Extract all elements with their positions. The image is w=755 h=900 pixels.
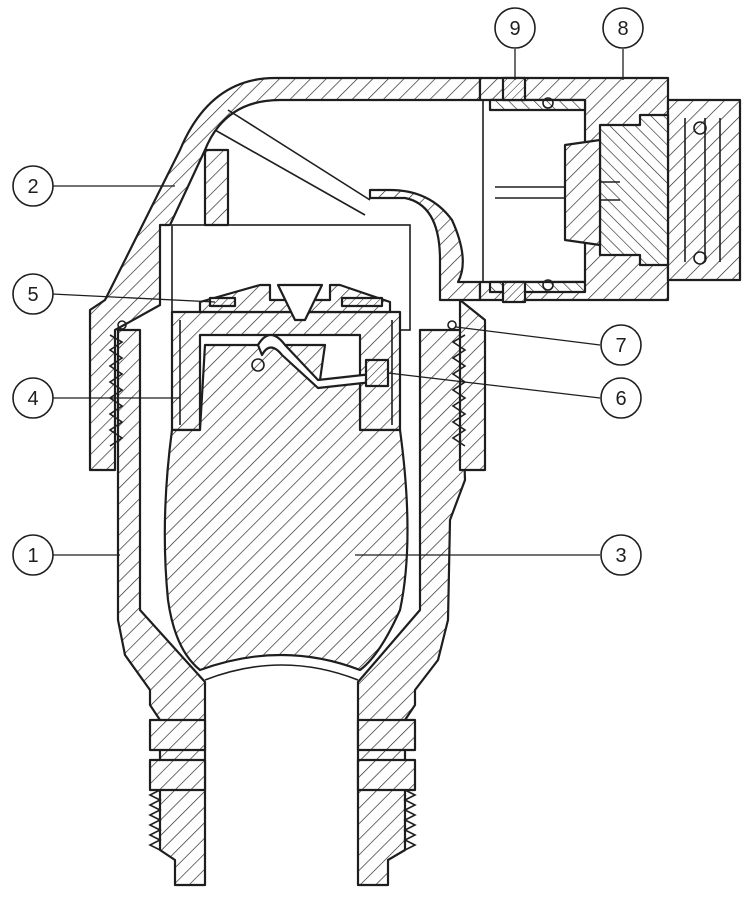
- seat-washer-right: [340, 296, 384, 308]
- lever-pin: [251, 358, 265, 372]
- callout-1-label: 1: [27, 545, 38, 567]
- diagonal-strut: [214, 109, 371, 216]
- leader-7: [455, 326, 601, 346]
- callout-7: 7: [600, 324, 642, 366]
- bottom-thread-left: [148, 789, 162, 851]
- seat-housing: [368, 188, 482, 302]
- cap-thread-right: [451, 334, 467, 447]
- callout-4-label: 4: [27, 388, 38, 410]
- callout-8: 8: [602, 7, 644, 49]
- callout-5: 5: [12, 273, 54, 315]
- outlet-oring-top: [542, 97, 554, 109]
- callout-2-label: 2: [27, 176, 38, 198]
- float-guide-inner-line: [179, 320, 393, 425]
- callout-6: 6: [600, 377, 642, 419]
- leader-6: [387, 372, 601, 399]
- o-ring-right: [447, 320, 457, 330]
- hex-flat-left: [148, 718, 207, 792]
- outlet-check-stack: [598, 113, 670, 267]
- set-screw-bottom: [501, 280, 527, 304]
- outlet-disc-b: [684, 118, 721, 262]
- callout-5-label: 5: [27, 284, 38, 306]
- lever-pivot-block: [364, 358, 390, 388]
- set-screw-top: [501, 76, 527, 102]
- outlet-ball-top: [693, 121, 707, 135]
- callout-3-label: 3: [615, 545, 626, 567]
- callout-2: 2: [12, 165, 54, 207]
- callout-9: 9: [494, 7, 536, 49]
- callout-4: 4: [12, 377, 54, 419]
- callout-9-label: 9: [509, 18, 520, 40]
- callout-8-label: 8: [617, 18, 628, 40]
- outlet-pin: [495, 181, 620, 201]
- bottom-thread-right: [403, 789, 417, 851]
- outlet-lower-sleeve: [488, 280, 587, 294]
- leader-5: [51, 293, 216, 303]
- outlet-oring-bottom: [542, 279, 554, 291]
- callout-7-label: 7: [615, 335, 626, 357]
- callout-3: 3: [600, 534, 642, 576]
- elbow-cap-shell: [88, 76, 482, 472]
- o-ring-left: [117, 320, 127, 330]
- top-passage-wall: [203, 148, 230, 227]
- outlet-disc-a: [563, 138, 602, 247]
- callout-6-label: 6: [615, 388, 626, 410]
- float-body: [163, 343, 409, 672]
- cap-thread-left: [108, 334, 124, 447]
- outlet-bore: [204, 664, 359, 681]
- elbow-cap-right-skirt: [458, 298, 487, 472]
- hex-flat-right: [356, 718, 417, 792]
- outlet-upper-sleeve: [488, 98, 587, 112]
- outlet-ball-bottom: [693, 251, 707, 265]
- valve-nozzle: [276, 283, 324, 322]
- callout-1: 1: [12, 534, 54, 576]
